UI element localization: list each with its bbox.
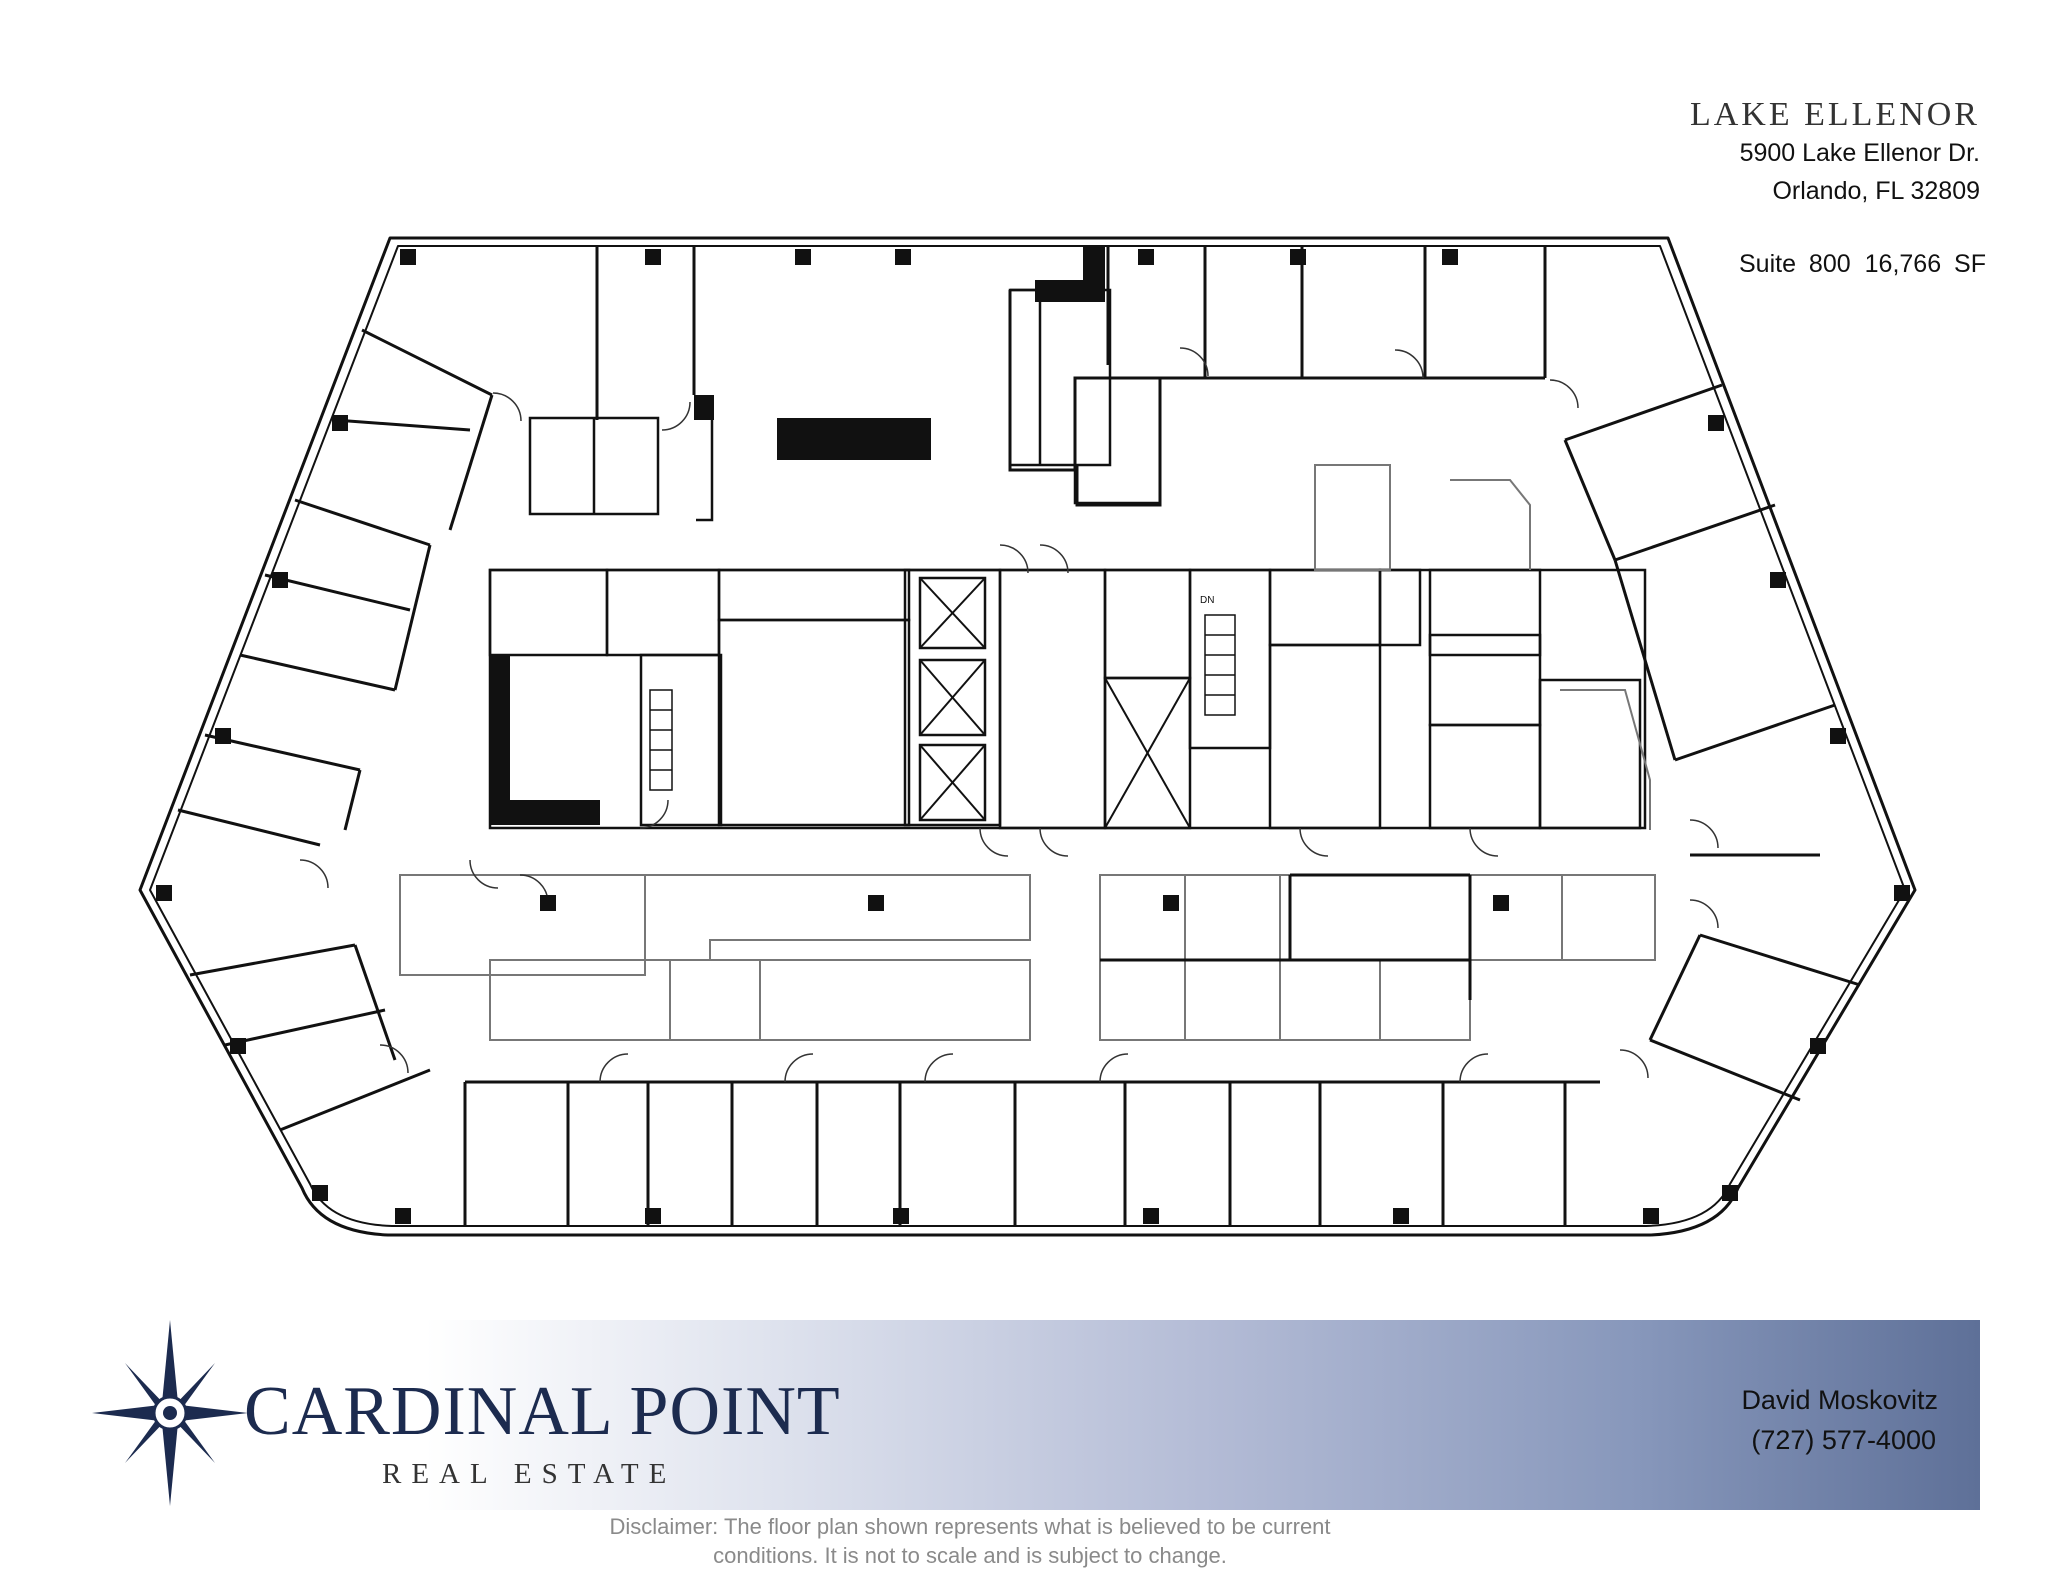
disclaimer-line-2: conditions. It is not to scale and is su… (713, 1543, 1227, 1568)
address-city: Orlando, FL 32809 (1772, 177, 1980, 205)
brand-logo-text: CARDINAL POINT (244, 1373, 841, 1450)
suite-info: Suite 800 16,766 SF (1739, 250, 1986, 279)
brand-logo-subtitle: REAL ESTATE (382, 1458, 677, 1490)
compass-star-icon (92, 1320, 248, 1506)
exterior-wall-outer (138, 236, 1917, 1237)
disclaimer-line-1: Disclaimer: The floor plan shown represe… (609, 1514, 1331, 1539)
building-name: LAKE ELLENOR (1689, 96, 1980, 133)
floor-plan: DN (138, 236, 1917, 1237)
contact-name: David Moskovitz (1741, 1385, 1938, 1415)
suite-number: Suite 800 (1739, 250, 1851, 278)
exterior-wall-inner (149, 245, 1906, 1227)
contact-phone: (727) 577-4000 (1751, 1425, 1936, 1455)
contact-block: David Moskovitz (727) 577-4000 (1741, 1380, 1938, 1460)
address-street: 5900 Lake Ellenor Dr. (1739, 139, 1980, 167)
reception-desk (777, 418, 931, 460)
stair-label: DN (1200, 595, 1214, 606)
contact-banner (425, 1320, 1980, 1510)
building-header: LAKE ELLENOR 5900 Lake Ellenor Dr. Orlan… (1690, 96, 1980, 210)
disclaimer: Disclaimer: The floor plan shown represe… (560, 1512, 1380, 1570)
suite-area: 16,766 SF (1864, 250, 1986, 278)
